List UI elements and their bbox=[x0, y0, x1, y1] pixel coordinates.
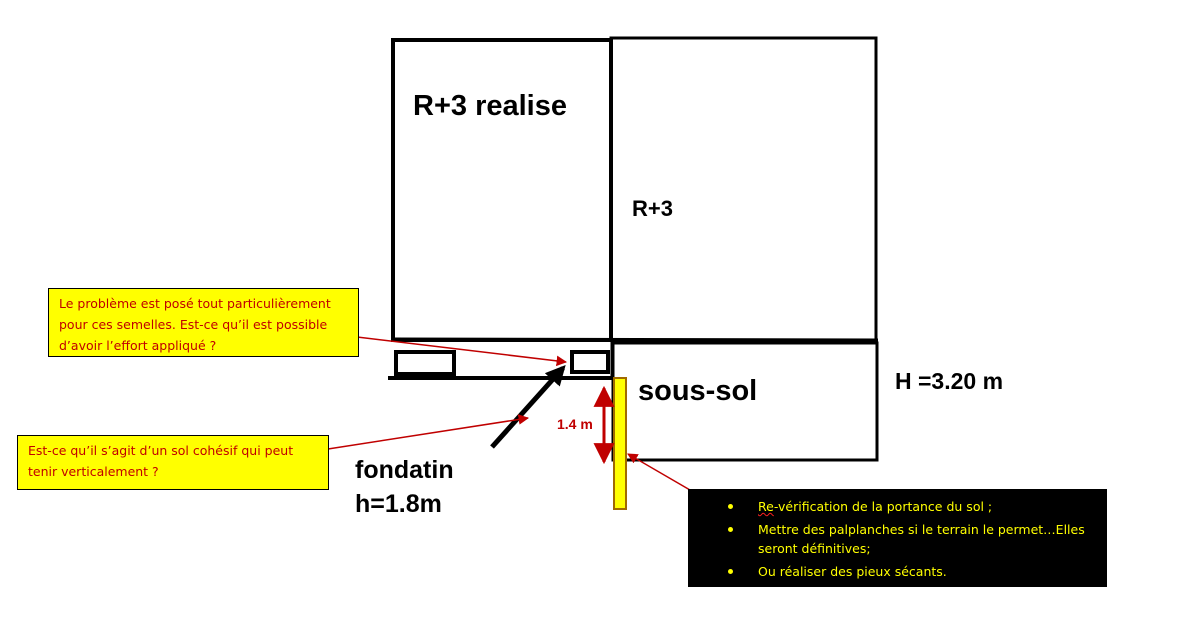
recommendation-item: Mettre des palplanches si le terrain le … bbox=[700, 520, 1097, 558]
note-semelles: Le problème est posé tout particulièreme… bbox=[48, 288, 359, 357]
label-sous-sol: sous-sol bbox=[638, 375, 758, 407]
note-semelles-arrow bbox=[356, 336, 568, 367]
recommendations-box: Re-vérification de la portance du sol ; … bbox=[688, 489, 1107, 587]
label-dimension: 1.4 m bbox=[557, 416, 593, 432]
label-height: H =3.20 m bbox=[895, 368, 1004, 394]
fondation-pointer-arrow bbox=[490, 365, 566, 449]
recommendation-item: Re-vérification de la portance du sol ; bbox=[700, 497, 1097, 516]
label-fondation-height: h=1.8m bbox=[355, 490, 442, 518]
label-fondation: fondatin bbox=[355, 456, 454, 484]
recommendations-arrow bbox=[627, 453, 691, 491]
existing-building bbox=[391, 38, 613, 342]
recommendation-prefix: Re bbox=[758, 499, 774, 514]
ground-slab-line bbox=[392, 337, 879, 342]
footing-left bbox=[394, 350, 456, 376]
label-r3: R+3 bbox=[632, 196, 673, 221]
footing-right bbox=[570, 350, 610, 374]
new-building bbox=[609, 36, 878, 342]
label-r3-realise: R+3 realise bbox=[413, 90, 567, 122]
note-sol: Est-ce qu’il s’agit d’un sol cohésif qui… bbox=[17, 435, 329, 490]
recommendation-item: Ou réaliser des pieux sécants. bbox=[700, 562, 1097, 581]
note-sol-arrow bbox=[327, 414, 530, 450]
sheet-pile bbox=[613, 377, 627, 510]
recommendation-text: -vérification de la portance du sol ; bbox=[773, 499, 993, 514]
